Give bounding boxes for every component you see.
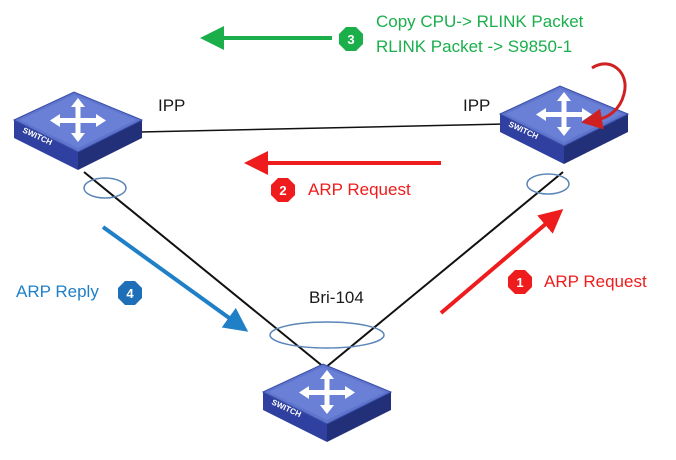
step3-text-line1: Copy CPU-> RLINK Packet (376, 12, 584, 31)
step2-text: ARP Request (308, 180, 411, 199)
ipp-label-left: IPP (158, 96, 185, 115)
svg-text:3: 3 (347, 32, 354, 47)
cpu-copy-curve-arrow (581, 62, 627, 130)
ipp-link (139, 123, 506, 133)
step4-text: ARP Reply (16, 282, 99, 301)
step4-badge: 4 (118, 281, 142, 305)
svg-text:2: 2 (279, 183, 286, 198)
svg-text:1: 1 (516, 275, 523, 290)
step1-arrow (439, 209, 564, 315)
aggregation-ring-right (526, 173, 570, 195)
bridge-label: Bri-104 (309, 288, 364, 307)
step1-badge: 1 (508, 270, 532, 294)
aggregation-ring-bottom (269, 321, 385, 349)
switch-top-left: SWITCH (13, 91, 143, 171)
aggregation-ring-left (83, 177, 127, 199)
step3-badge: 3 (339, 27, 363, 51)
link-left-bottom (83, 171, 326, 369)
switch-top-right: SWITCH (499, 85, 629, 165)
step3-text-line2: RLINK Packet -> S9850-1 (376, 37, 572, 56)
ipp-label-right: IPP (463, 96, 490, 115)
step1-text: ARP Request (544, 272, 647, 291)
link-right-bottom (324, 171, 564, 369)
svg-text:4: 4 (126, 286, 134, 301)
switch-bottom: SWITCH (262, 363, 392, 443)
step4-arrow (101, 225, 249, 332)
step2-badge: 2 (271, 178, 295, 202)
